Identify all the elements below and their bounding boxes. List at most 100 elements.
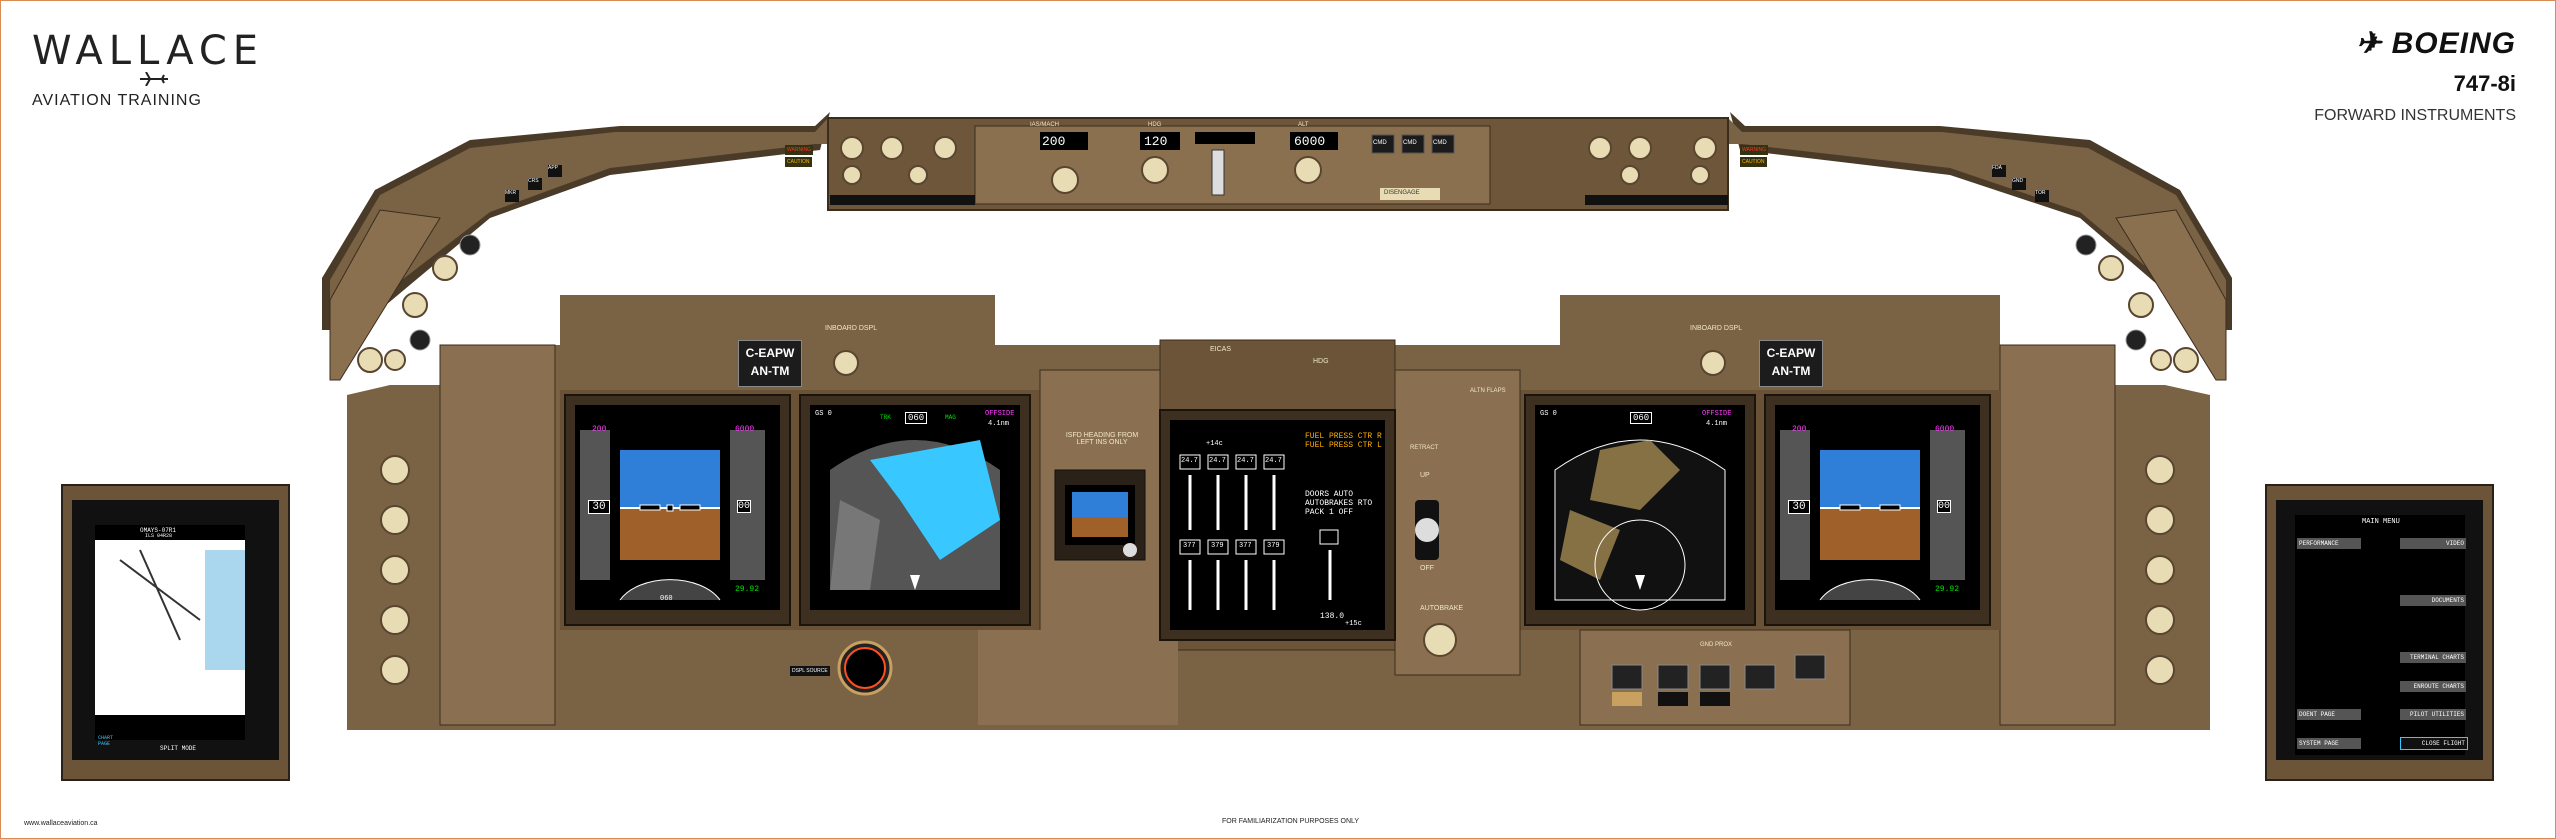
right-efis-panel [2115,209,2227,381]
ap-cmd-l [1371,134,1395,154]
efb-enroute-charts[interactable]: ENROUTE CHARTS [2400,681,2466,692]
efb-performance[interactable]: PERFORMANCE [2297,538,2361,549]
mcp-altitude-value: 6000 [1294,134,1326,149]
eicas-memos: DOORS AUTO AUTOBRAKES RTO PACK 1 OFF [1305,490,1372,517]
eicas-egt-1: 377 [1183,542,1196,550]
fo-nd-range: 4.1nm [1706,420,1728,428]
fo-pfd-speed-bug: 200 [1792,425,1807,434]
company-subtitle: AVIATION TRAINING [32,92,202,109]
fo-attitude-indicator [1820,450,1920,560]
left-efis-panel [329,209,441,381]
caution-light-right[interactable]: CAUTION [1740,157,1767,167]
captain-inboard-label: INBOARD DSPL [825,325,878,332]
boeing-logo: ✈ BOEING [2314,26,2516,61]
fo-efis-knobs[interactable] [2075,234,2199,373]
fo-source-knobs[interactable] [2145,455,2175,685]
efb-system-page[interactable]: SYSTEM PAGE [2297,738,2361,749]
captain-efis-knobs[interactable] [357,234,481,373]
flap-ovrd-button [1657,664,1689,690]
crs-button[interactable]: CRS [528,178,542,190]
eicas-n1-3: 24.7 [1237,457,1254,465]
efb-doent-page[interactable]: DOENT PAGE [2297,709,2361,720]
fo-inboard-knob[interactable] [1700,350,1726,376]
efb-video[interactable]: VIDEO [2400,538,2466,549]
fo-pfd-alt-box: 00 [1937,500,1952,513]
efb-documents[interactable]: DOCUMENTS [2400,595,2466,606]
gear-lever[interactable] [1415,500,1439,560]
website-url[interactable]: www.wallaceaviation.ca [24,820,98,827]
captain-attitude-indicator [620,450,720,560]
disclaimer: FOR FAMILIARIZATION PURPOSES ONLY [1222,818,1360,825]
company-name: WALLACE [32,28,265,74]
eicas-egt-2: 379 [1211,542,1224,550]
fo-pfd-sel-alt: 6000 [1935,425,1955,434]
gnd-prox-label: GND PROX [1700,642,1733,648]
fda-button[interactable]: FDA [1992,165,2006,177]
eicas-n1-2: 24.7 [1209,457,1226,465]
ias-window [1040,132,1088,150]
eicas-panel-label: EICAS [1210,346,1232,353]
heading-knob [1141,156,1169,184]
left-efb-chart-page[interactable]: CHART PAGE [98,735,114,747]
fo-tail-reg: C-EAPW [1766,346,1816,360]
app-button[interactable]: APP [548,165,562,177]
alternate-flaps-label: ALTN FLAPS [1470,388,1506,394]
dspl-source-label[interactable]: DSPL SOURCE [790,666,830,676]
manufacturer-name: BOEING [2391,27,2516,60]
captain-nd-trk: TRK [880,414,891,421]
captain-nd-gs: GS 0 [815,410,832,418]
ap-cmd-c-label[interactable]: CMD [1403,140,1417,146]
left-efb-subtitle: ILS 04R28 [145,533,173,539]
airplane-icon [140,72,168,86]
vs-wheel [1211,149,1225,196]
fo-nd-wpt: OFFSIDE [1702,410,1732,418]
gnd-button[interactable]: GND [2012,178,2026,190]
wallace-brand: WALLACE AVIATION TRAINING [32,28,264,110]
captain-pfd-sel-alt: 6000 [735,425,755,434]
eicas-n1-1: 24.7 [1181,457,1198,465]
mcp-left-efis[interactable] [830,136,975,205]
mcp-ias-label: IAS/MACH [1030,122,1060,128]
captain-inboard-knob[interactable] [833,350,859,376]
warning-light-right[interactable]: WARNING [1740,145,1768,155]
left-efb-split-mode[interactable]: SPLIT MODE [160,745,197,752]
captain-nd-mag: MAG [945,414,956,421]
captain-nd-map [830,440,1000,590]
caution-light-left[interactable]: CAUTION [785,157,812,167]
captain-tail-placard: C-EAPW AN-TM [738,340,802,387]
efb-pilot-utilities[interactable]: PILOT UTILITIES [2400,709,2466,720]
eicas-temp: +15c [1345,620,1362,628]
tor-button[interactable]: TOR [2035,190,2049,202]
efb-close-flight[interactable]: CLOSE FLIGHT [2400,737,2468,750]
eicas-msg-4: AUTOBRAKES RTO [1305,499,1373,508]
alt-window [1290,132,1338,150]
eicas-messages: FUEL PRESS CTR R FUEL PRESS CTR L [1305,432,1382,450]
captain-pfd-heading: 060 [660,595,673,603]
fo-pfd-baro: 29.92 [1935,585,1960,594]
captain-source-knobs[interactable] [380,455,410,685]
gear-up-label: UP [1420,472,1430,479]
fo-nd-map [1554,439,1726,611]
mcp-right-efis[interactable] [1585,136,1728,205]
boeing-brand: ✈ BOEING 747-8i FORWARD INSTRUMENTS [2314,26,2516,125]
fo-inboard-label: INBOARD DSPL [1690,325,1743,332]
captain-nd-wpt: OFFSIDE [985,410,1015,418]
mcp-ias-value: 200 [1042,134,1066,149]
ap-cmd-r-label[interactable]: CMD [1433,140,1447,146]
captain-pfd-speed-box: 30 [588,500,610,514]
mkr-button[interactable]: MKR [505,190,519,202]
ap-cmd-l-label[interactable]: CMD [1373,140,1387,146]
speed-knob [1051,166,1079,194]
captain-nd-heading: 060 [905,412,928,424]
terr-ovrd-button [1744,664,1776,690]
altitude-knob [1294,156,1322,184]
warning-light-left[interactable]: WARNING [785,145,813,155]
eicas-tat: +14c [1206,440,1223,448]
aircraft-model: 747-8i [2453,71,2516,96]
ap-disengage-label[interactable]: DISENGAGE [1384,190,1420,196]
eicas-msg-2: FUEL PRESS CTR L [1305,441,1382,450]
left-efb-title: OMAYS-07R1 [140,527,177,534]
autobrake-label: AUTOBRAKE [1420,605,1464,612]
efb-terminal-charts[interactable]: TERMINAL CHARTS [2400,652,2466,663]
fo-tail-placard: C-EAPW AN-TM [1759,340,1823,387]
